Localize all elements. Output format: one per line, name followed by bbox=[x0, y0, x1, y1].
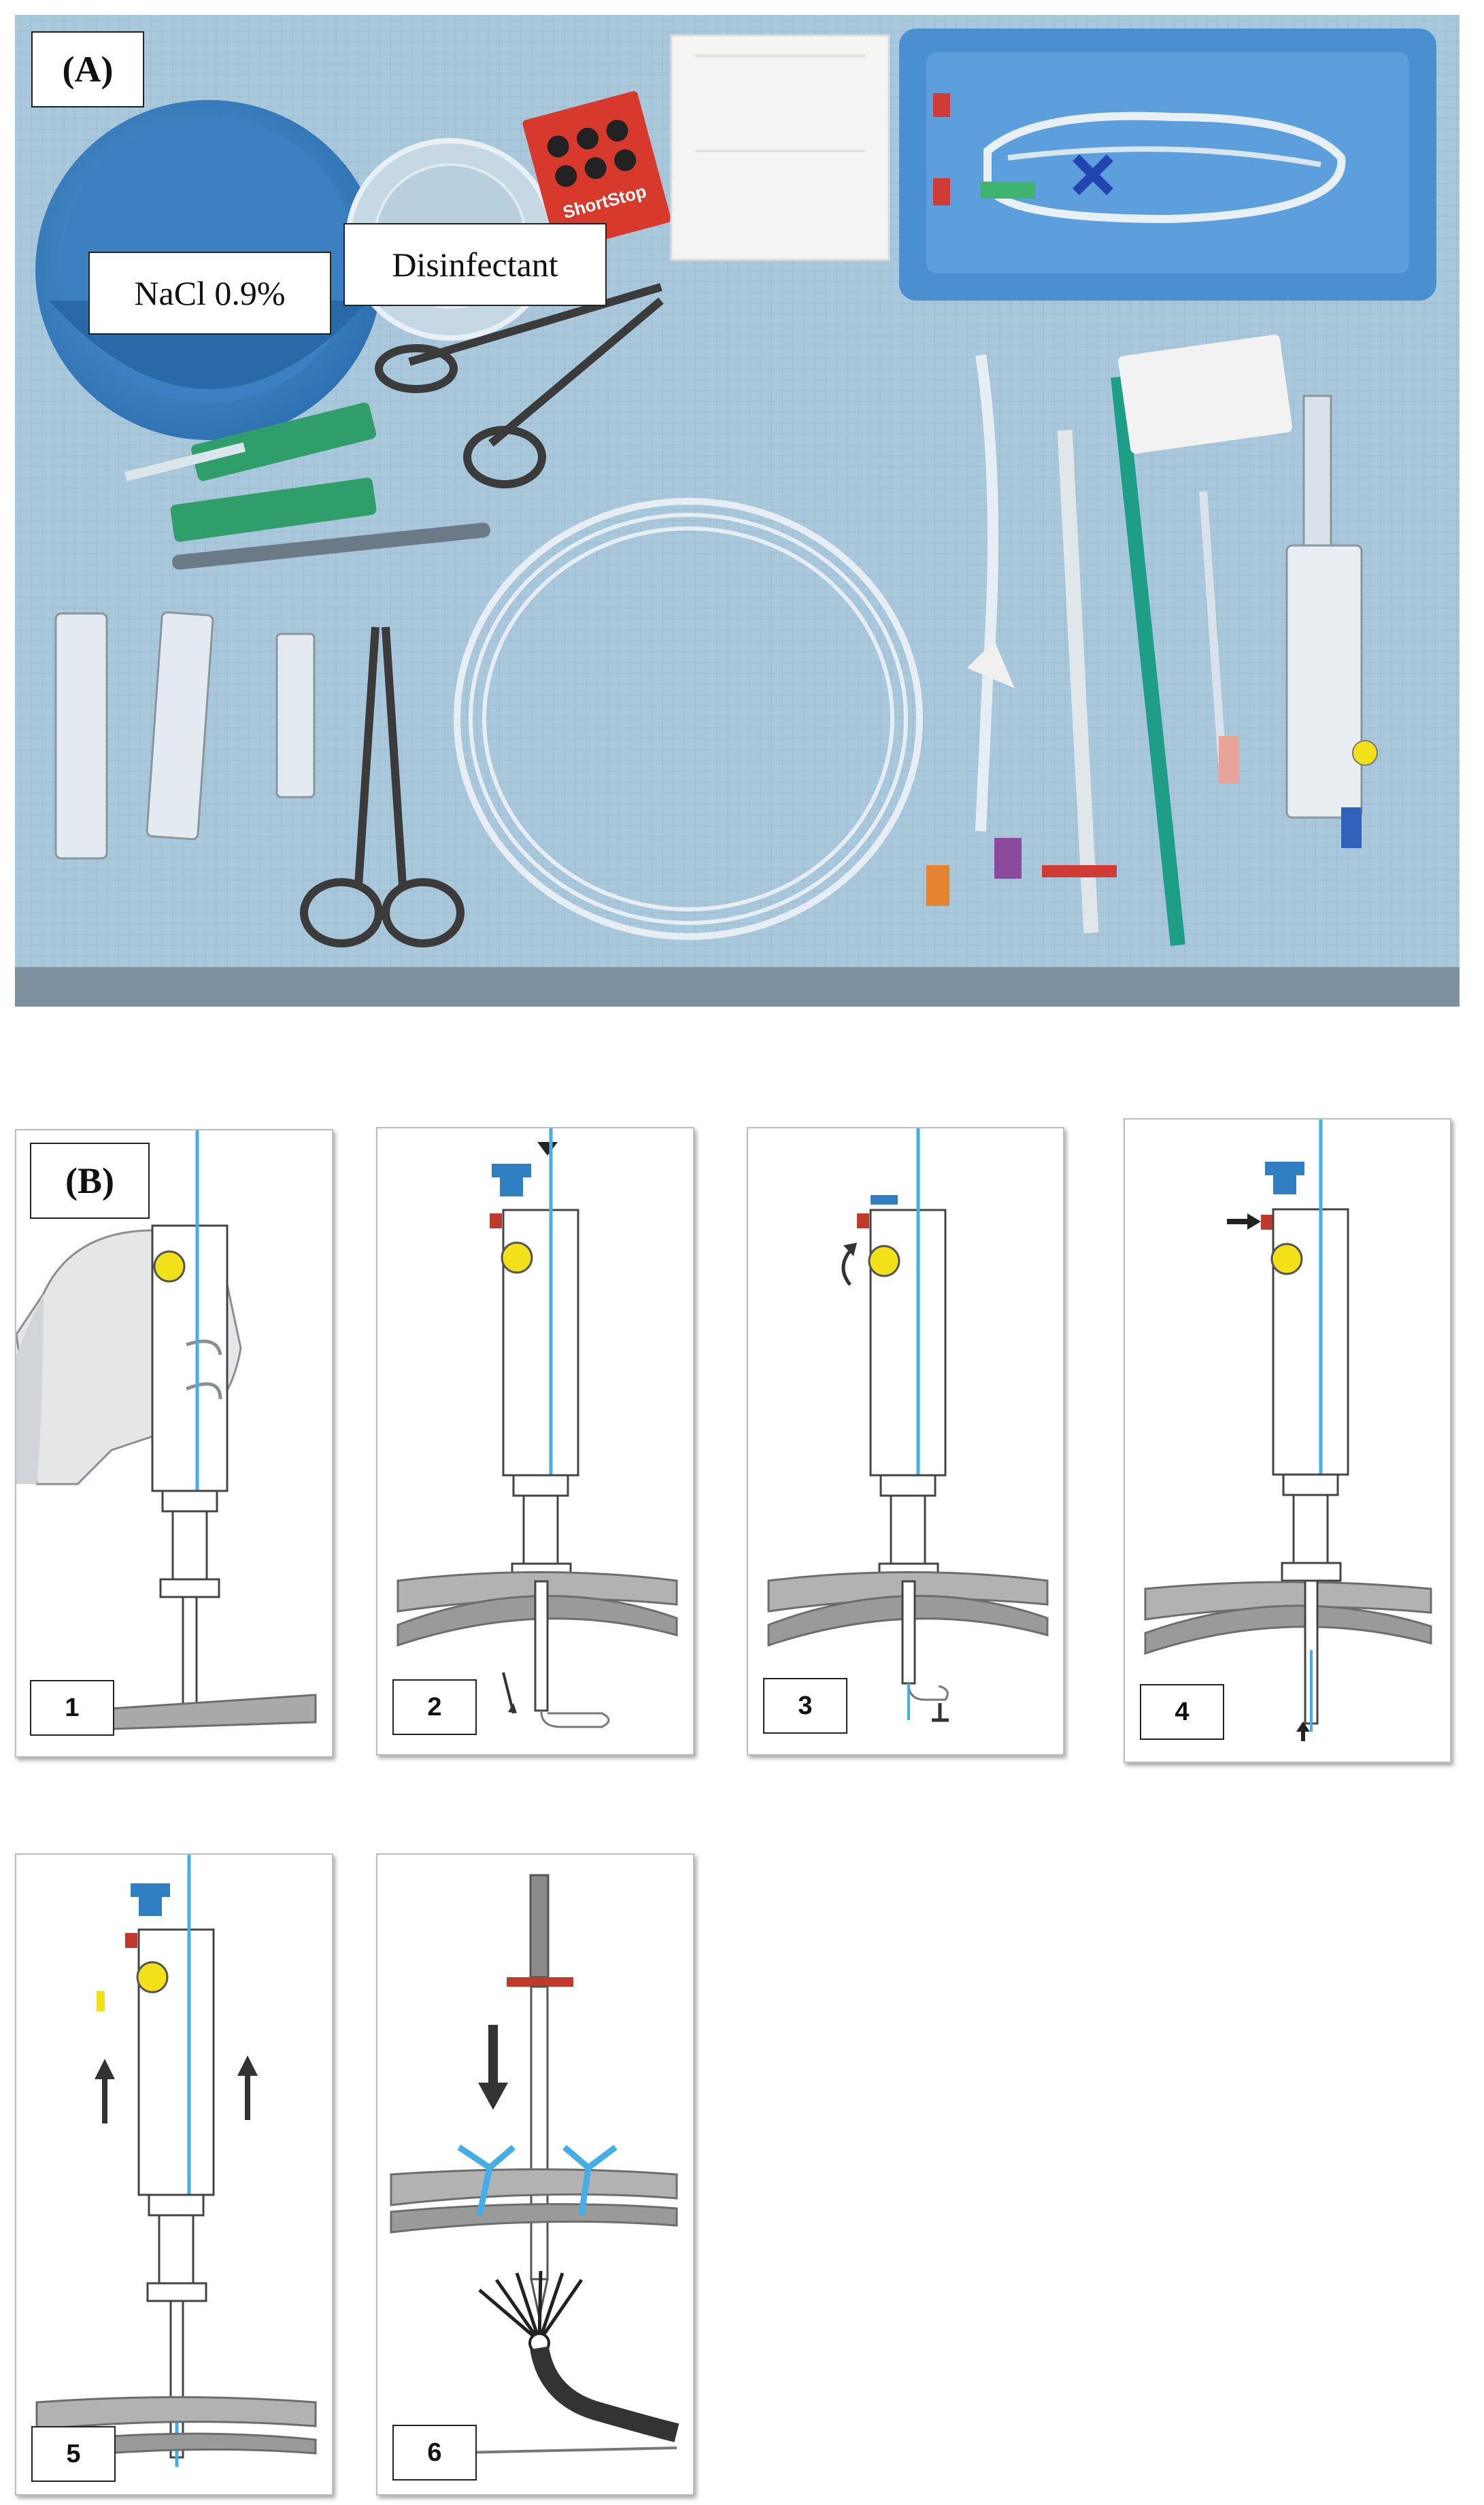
step-4-diagram bbox=[1144, 1120, 1432, 1741]
step-3-panel: 3 bbox=[747, 1127, 1064, 1755]
red-marker bbox=[490, 1213, 502, 1228]
yellow-button bbox=[153, 1250, 186, 1283]
step-1-panel: 1 (B) bbox=[15, 1129, 333, 1758]
hemostat bbox=[300, 626, 465, 947]
step-6-diagram bbox=[390, 1874, 679, 2455]
dilator-hub bbox=[507, 1977, 573, 1987]
step-5-panel: 5 bbox=[15, 1853, 333, 2495]
disinfectant-label: Disinfectant bbox=[343, 223, 607, 306]
step-6-number: 6 bbox=[392, 2425, 477, 2481]
vessel bbox=[110, 1694, 317, 1730]
down-arrow-icon bbox=[478, 2025, 508, 2110]
shortstop-package: ShortStop bbox=[522, 90, 671, 252]
coiled-catheter bbox=[454, 498, 923, 940]
dilator bbox=[530, 1985, 549, 2281]
instrument-tray-photo: ShortStop bbox=[15, 15, 1460, 1007]
blue-tray bbox=[899, 29, 1436, 301]
instrument-tray-illustration: ShortStop bbox=[15, 15, 1460, 1007]
step-1-diagram bbox=[16, 1130, 317, 1730]
scalpel bbox=[172, 522, 490, 570]
step-2-number: 2 bbox=[392, 1679, 477, 1735]
panel-a-label: (A) bbox=[31, 31, 144, 107]
gauze-pads bbox=[670, 34, 890, 261]
introducer-device bbox=[1285, 394, 1378, 848]
step-3-diagram bbox=[767, 1128, 1049, 1722]
step-5-diagram bbox=[35, 1855, 317, 2467]
device-package bbox=[1118, 335, 1292, 454]
catheter-fibers bbox=[478, 2270, 584, 2342]
rotate-arrow-icon bbox=[841, 1249, 852, 1286]
step-1-number: 1 bbox=[30, 1680, 114, 1736]
dilators bbox=[1042, 376, 1239, 946]
panel-b-label: (B) bbox=[30, 1143, 150, 1219]
green-syringes bbox=[124, 402, 377, 542]
up-arrow-left-icon bbox=[95, 2059, 115, 2123]
step-3-number: 3 bbox=[763, 1678, 847, 1734]
scissors bbox=[375, 283, 664, 488]
step-2-panel: 2 bbox=[376, 1127, 694, 1755]
step-6-panel: 6 bbox=[376, 1853, 694, 2495]
catheter-tube bbox=[530, 2346, 679, 2442]
clear-syringes bbox=[54, 611, 316, 860]
step-2-diagram bbox=[397, 1128, 678, 1728]
saline-label: NaCl 0.9% bbox=[88, 252, 331, 335]
step-4-panel: 4 bbox=[1124, 1118, 1451, 1763]
up-arrow-right-icon bbox=[237, 2055, 258, 2120]
step-5-number: 5 bbox=[31, 2426, 116, 2482]
step-4-number: 4 bbox=[1140, 1684, 1224, 1740]
catheter-hub bbox=[926, 354, 1022, 906]
